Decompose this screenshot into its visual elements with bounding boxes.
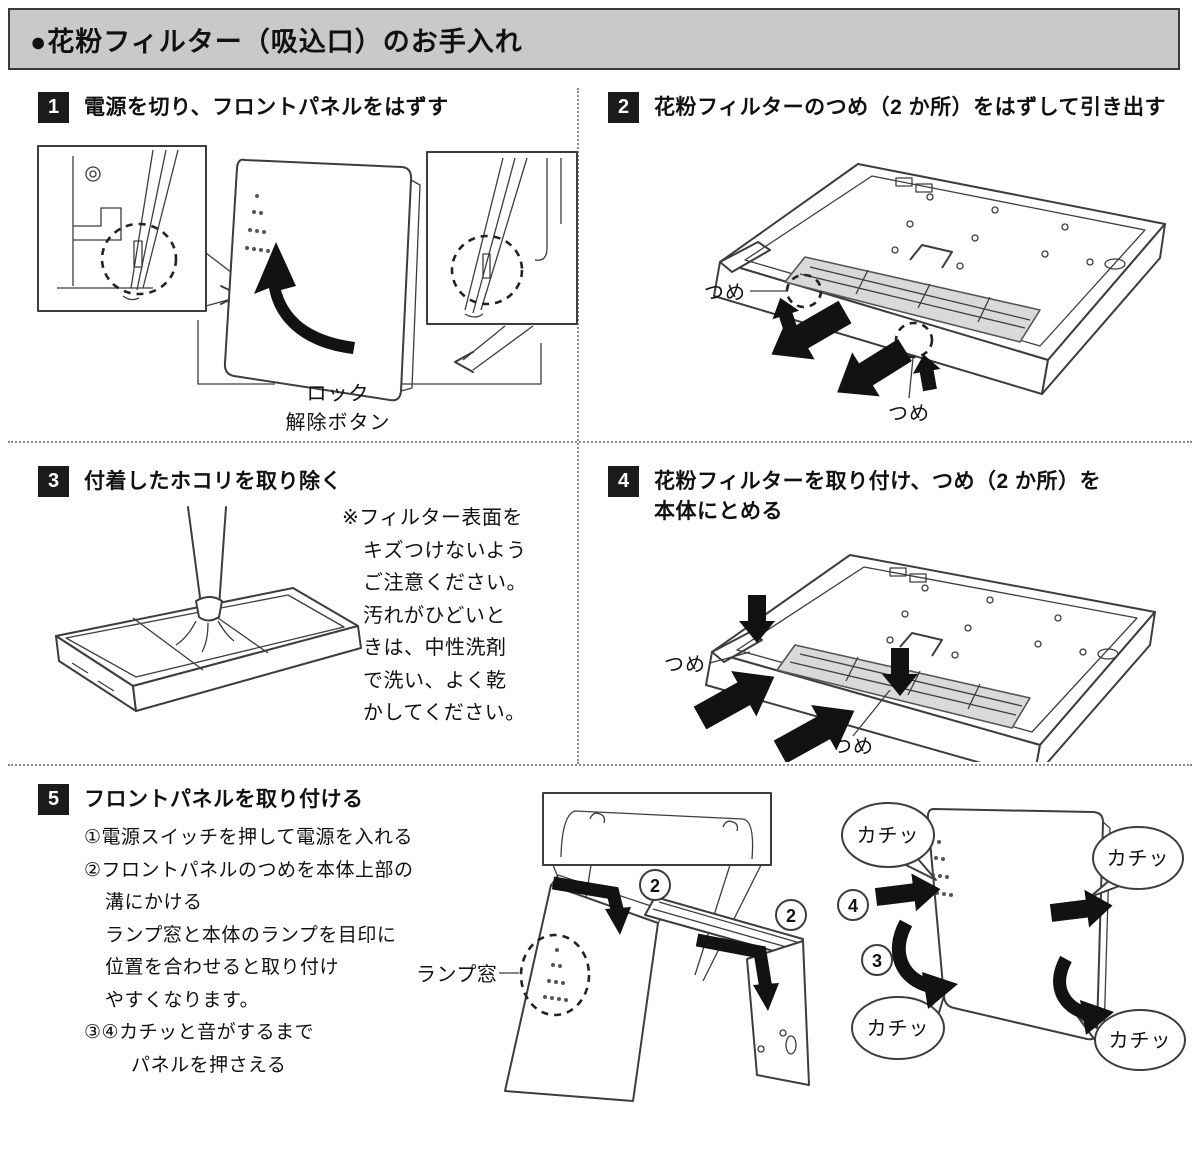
circled-step2-left xyxy=(639,869,671,901)
step-5-badge: 5 xyxy=(38,784,69,815)
instruction-line: やすくなります。 xyxy=(105,989,260,1011)
note-line: キズつけないよう xyxy=(363,539,527,562)
instruction-line: ランプ窓と本体のランプを目印に xyxy=(105,924,397,946)
lamp-window-label: ランプ窓 xyxy=(416,964,498,986)
click-bubble-bottom-right: カチッ xyxy=(1077,1009,1186,1071)
divider-horizontal-2 xyxy=(8,764,1192,766)
divider-vertical xyxy=(577,88,579,764)
divider-horizontal-1 xyxy=(8,441,1192,443)
click-bubble-bottom-left: カチッ xyxy=(851,988,947,1060)
circled-step2-right xyxy=(775,899,807,931)
instruction-line: ②フロントパネルのつめを本体上部の xyxy=(84,859,414,881)
svg-text:カチッ: カチッ xyxy=(867,1018,930,1040)
tab-label-bottom: つめ xyxy=(832,736,874,758)
instruction-line: 溝にかける xyxy=(105,892,203,913)
lamp-window-circle xyxy=(499,933,591,1017)
svg-text:カチッ: カチッ xyxy=(1109,1030,1172,1052)
note-line: きは、中性洗剤 xyxy=(363,637,507,659)
step-4-badge: 4 xyxy=(608,466,639,497)
press-arrows xyxy=(874,873,1114,1035)
step-3-header: 3 付着したホコリを取り除く xyxy=(38,466,558,497)
svg-text:カチッ: カチッ xyxy=(1107,848,1170,870)
tab-label-bottom: つめ xyxy=(888,403,930,425)
svg-text:3: 3 xyxy=(872,951,882,971)
instruction-line: パネルを押さえる xyxy=(131,1054,287,1076)
step-3-diagram xyxy=(55,506,362,712)
instruction-line: ①電源スイッチを押して電源を入れる xyxy=(84,827,413,848)
step1-inset-right xyxy=(426,151,578,325)
tab-circle-right xyxy=(894,321,934,359)
step-1-diagram: ロック 解除ボタン xyxy=(37,145,578,434)
step-5-click-diagram: カチッ カチッ カチッ カチッ 4 3 xyxy=(837,802,1186,1071)
note-line: 汚れがひどいと xyxy=(363,604,506,627)
unit-body-illustration xyxy=(705,554,1156,762)
svg-text:2: 2 xyxy=(786,906,796,926)
step-1-header: 1 電源を切り、フロントパネルをはずす xyxy=(38,92,568,123)
step-4-title: 花粉フィルターを取り付け、つめ（2 か所）を 本体にとめる xyxy=(654,466,1101,527)
step-1-title: 電源を切り、フロントパネルをはずす xyxy=(84,96,449,119)
step-3-title: 付着したホコリを取り除く xyxy=(84,470,342,493)
section-header: ●花粉フィルター（吸込口）のお手入れ xyxy=(8,8,1180,70)
step-2-header: 2 花粉フィルターのつめ（2 か所）をはずして引き出す xyxy=(608,92,1188,123)
vacuum-nozzle-illustration xyxy=(175,506,235,653)
page-title: ●花粉フィルター（吸込口）のお手入れ xyxy=(30,26,523,57)
remove-panel-arrow xyxy=(254,242,355,354)
lock-release-label-line1: ロック xyxy=(307,382,370,405)
circled-step3 xyxy=(861,944,893,976)
step1-inset-left xyxy=(37,145,207,312)
step-5-title: フロントパネルを取り付ける xyxy=(84,788,364,811)
front-panel-illustration xyxy=(223,158,421,402)
note-line: で洗い、よく乾 xyxy=(363,669,507,692)
instruction-line: ③④カチッと音がするまで xyxy=(84,1022,315,1043)
step-4-title-line1: 花粉フィルターを取り付け、つめ（2 か所）を xyxy=(654,470,1102,493)
step-1-badge: 1 xyxy=(38,92,69,123)
lock-release-label-line2: 解除ボタン xyxy=(286,411,391,434)
step-5-header: 5 フロントパネルを取り付ける xyxy=(38,784,458,815)
lock-release-callout: ロック 解除ボタン xyxy=(197,320,542,434)
svg-text:カチッ: カチッ xyxy=(857,825,920,847)
pull-out-arrows xyxy=(771,297,941,397)
pollen-filter-illustration xyxy=(784,244,1041,343)
svg-text:2: 2 xyxy=(650,876,660,896)
svg-text:4: 4 xyxy=(848,896,858,916)
circled-step4 xyxy=(837,889,869,921)
filter-care-note: ※フィルター表面を キズつけないよう ご注意ください。 汚れがひどいと きは、中… xyxy=(342,502,572,730)
step-4-header: 4 花粉フィルターを取り付け、つめ（2 か所）を 本体にとめる xyxy=(608,466,1188,527)
step-2-diagram: つめ つめ xyxy=(704,163,1166,425)
step-2-title: 花粉フィルターのつめ（2 か所）をはずして引き出す xyxy=(654,96,1166,119)
tab-circle-left xyxy=(785,273,823,309)
step-4-title-line2: 本体にとめる xyxy=(654,500,783,523)
insert-arrows xyxy=(693,595,918,762)
unit-body-illustration xyxy=(713,163,1166,395)
right-pointer-chevron xyxy=(454,351,474,373)
step-3-badge: 3 xyxy=(38,466,69,497)
click-bubble-top-right: カチッ xyxy=(1089,826,1184,898)
tab-label-left: つめ xyxy=(704,282,746,304)
note-line: かしてください。 xyxy=(363,702,526,724)
step-5-instructions: ①電源スイッチを押して電源を入れる ②フロントパネルのつめを本体上部の 溝にかけ… xyxy=(84,822,444,1082)
hook-arrow-right xyxy=(695,933,779,1011)
note-line: ご注意ください。 xyxy=(363,572,527,594)
step-4-diagram: つめ つめ xyxy=(664,554,1156,762)
hook-arrow-left xyxy=(551,876,631,935)
step-2-badge: 2 xyxy=(608,92,639,123)
tab-label-left: つめ xyxy=(664,654,706,676)
panel-top-inset xyxy=(542,792,772,866)
click-bubble-top-left: カチッ xyxy=(841,802,937,881)
instruction-line: 位置を合わせると取り付け xyxy=(105,957,340,978)
step-5-hook-diagram: 2 2 xyxy=(499,792,810,1102)
note-line: ※フィルター表面を xyxy=(342,507,523,529)
